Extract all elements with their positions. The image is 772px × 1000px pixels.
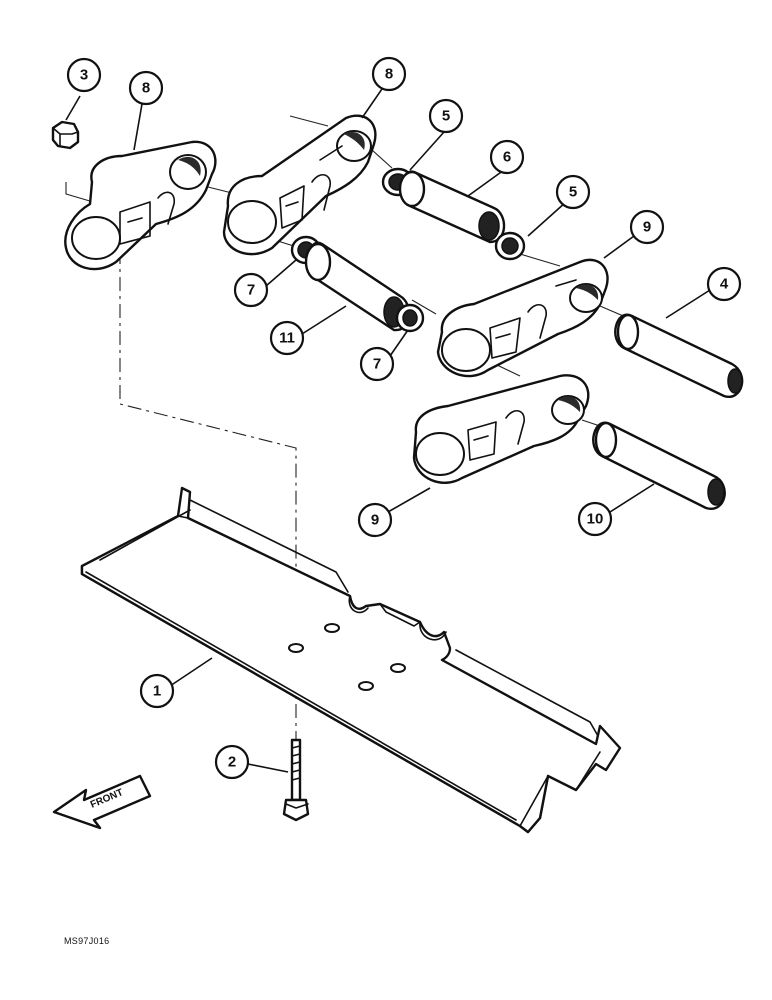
lower-left-seal-ring-part: [395, 303, 425, 333]
svg-text:1: 1: [153, 683, 161, 700]
callout-8-upper: 8: [371, 56, 407, 92]
svg-text:7: 7: [247, 282, 255, 299]
front-direction-arrow: FRONT: [52, 774, 152, 830]
callout-9-upper: 9: [629, 209, 665, 245]
callout-4: 4: [706, 266, 742, 302]
nut-part: [51, 120, 80, 150]
callout-10: 10: [577, 501, 613, 537]
upper-bushing-part: [398, 170, 506, 244]
upper-right-link-part: [436, 258, 609, 378]
svg-text:11: 11: [279, 330, 295, 347]
svg-text:5: 5: [569, 184, 577, 201]
shoe-bolt-part: [282, 738, 310, 822]
callout-leader-lines: [65, 85, 711, 773]
svg-text:6: 6: [503, 149, 511, 166]
upper-link-part: [222, 114, 377, 256]
track-shoe-part: [80, 486, 622, 834]
svg-text:4: 4: [720, 276, 729, 293]
figure-reference-code: MS97J016: [64, 936, 109, 946]
callout-3: 3: [66, 57, 102, 93]
svg-text:7: 7: [373, 356, 381, 373]
svg-text:8: 8: [385, 66, 393, 83]
callout-6: 6: [489, 139, 525, 175]
lower-seal-ring-part: [494, 231, 526, 261]
svg-text:3: 3: [80, 67, 88, 84]
svg-text:9: 9: [371, 512, 379, 529]
left-link-part: [64, 140, 217, 271]
callout-7-upper: 7: [233, 272, 269, 308]
lower-right-link-part: [412, 374, 590, 484]
lower-bushing-part: [304, 241, 411, 332]
callout-1: 1: [139, 673, 175, 709]
callout-8-left: 8: [128, 70, 164, 106]
callout-5-lower: 5: [555, 174, 591, 210]
master-pin-part: [592, 421, 726, 510]
callout-2: 2: [214, 744, 250, 780]
svg-text:10: 10: [587, 511, 604, 528]
callout-9-lower: 9: [357, 502, 393, 538]
track-pin-part: [614, 313, 744, 398]
callout-5-upper: 5: [428, 98, 464, 134]
svg-text:2: 2: [228, 754, 236, 771]
callout-11: 11: [269, 320, 305, 356]
svg-text:5: 5: [442, 108, 450, 125]
svg-text:8: 8: [142, 80, 150, 97]
callout-7-lower: 7: [359, 346, 395, 382]
svg-text:9: 9: [643, 219, 651, 236]
